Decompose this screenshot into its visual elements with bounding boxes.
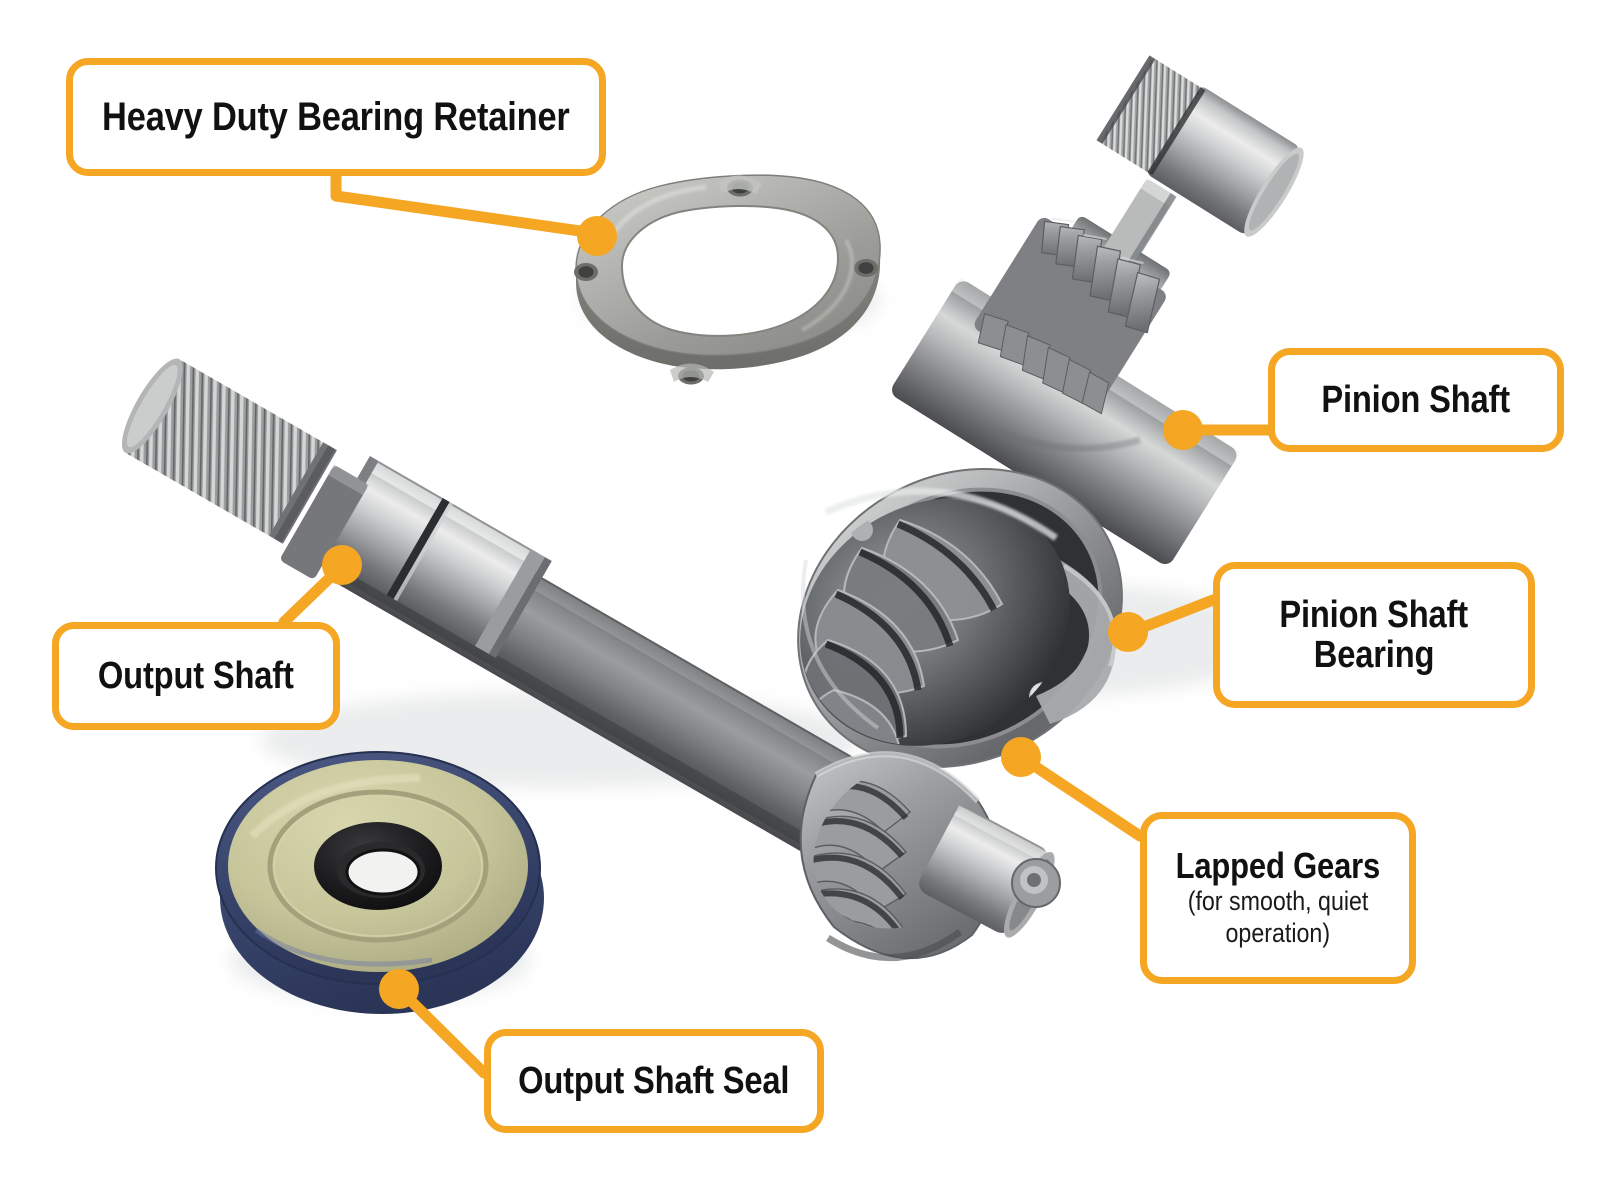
callout-output-shaft-seal[interactable]: Output Shaft Seal xyxy=(484,1029,824,1133)
callout-title: Lapped Gears xyxy=(1175,845,1381,887)
anchor-dot-lapped-gears xyxy=(1001,737,1041,777)
callout-title: Output Shaft xyxy=(98,654,294,697)
callout-heavy-duty-bearing-retainer[interactable]: Heavy Duty Bearing Retainer xyxy=(66,58,606,176)
callout-anchor-dots xyxy=(322,216,1203,1009)
part-output-shaft-seal xyxy=(215,751,544,1014)
anchor-dot-output-shaft-seal xyxy=(379,969,419,1009)
leader-output-shaft-seal xyxy=(396,986,490,1079)
callout-pinion-shaft[interactable]: Pinion Shaft xyxy=(1268,348,1564,452)
anchor-dot-output-shaft xyxy=(322,545,362,585)
pinion-gear-teeth xyxy=(974,217,1166,415)
part-output-shaft xyxy=(121,358,1061,963)
callout-output-shaft[interactable]: Output Shaft xyxy=(52,622,340,730)
leader-lapped-gears xyxy=(1018,753,1146,842)
anchor-dot-retainer xyxy=(577,216,617,256)
callout-subtitle-line1: (for smooth, quiet xyxy=(1187,886,1369,917)
part-pinion-shaft xyxy=(892,55,1304,564)
anchor-dot-pinion-shaft xyxy=(1163,410,1203,450)
anchor-dot-pinion-bearing xyxy=(1108,612,1148,652)
leader-retainer xyxy=(330,170,600,239)
callout-pinion-shaft-bearing[interactable]: Pinion Shaft Bearing xyxy=(1213,562,1535,708)
lapped-ring-gear xyxy=(799,751,1061,963)
callout-title-line1: Pinion Shaft xyxy=(1279,593,1469,636)
callout-title-line2: Bearing xyxy=(1313,634,1435,676)
part-bearing-retainer xyxy=(574,174,881,385)
callout-title: Output Shaft Seal xyxy=(518,1059,790,1102)
callout-lapped-gears[interactable]: Lapped Gears (for smooth, quiet operatio… xyxy=(1140,812,1416,984)
callout-title: Pinion Shaft xyxy=(1321,378,1511,421)
callout-title: Heavy Duty Bearing Retainer xyxy=(102,94,570,139)
callout-subtitle-line2: operation) xyxy=(1225,918,1331,949)
